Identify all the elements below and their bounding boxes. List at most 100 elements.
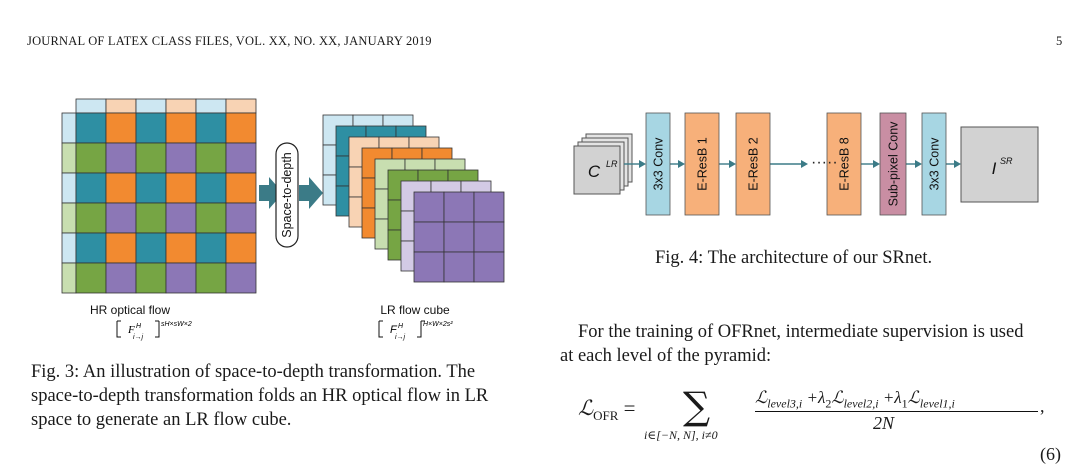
arrow-head-icon — [915, 160, 922, 168]
svg-text:H×W×2s²: H×W×2s² — [423, 321, 453, 328]
lr-cube-cell — [413, 191, 445, 223]
hr-back-cell — [61, 202, 77, 234]
hr-back-cell — [195, 98, 227, 114]
hr-cell — [165, 142, 197, 174]
svg-text:F: F — [127, 324, 135, 336]
lr-cube-cell — [443, 221, 475, 253]
arrow-head-icon — [801, 160, 808, 168]
hr-cell — [225, 172, 257, 204]
srnet-block — [684, 112, 720, 216]
hr-cell — [105, 262, 137, 294]
hr-cell — [135, 172, 167, 204]
hr-cell — [195, 262, 227, 294]
fig3-space-to-depth-figure: Space-to-depth HR optical flow LR flow c… — [61, 98, 505, 341]
hr-back-cell — [105, 98, 137, 114]
hr-cell — [165, 262, 197, 294]
hr-cell — [75, 112, 107, 144]
eq-denominator: 2N — [873, 413, 895, 433]
output-label: I — [992, 159, 997, 178]
hr-formula: F H i→j sH×sW×2 — [116, 320, 192, 341]
hr-cell — [135, 142, 167, 174]
hr-cell — [135, 232, 167, 264]
fig3-caption-line: Fig. 3: An illustration of space-to-dept… — [31, 362, 476, 382]
hr-cell — [165, 202, 197, 234]
equation-6: ℒOFR = ∑ i∈[−N, N], i≠0 ℒlevel3,i +λ2ℒle… — [578, 382, 1068, 464]
svg-text:SR: SR — [1000, 156, 1013, 166]
hr-cell — [225, 142, 257, 174]
srnet-block — [921, 112, 947, 216]
svg-text:i→j: i→j — [133, 334, 144, 341]
hr-cell — [195, 202, 227, 234]
hr-back-cell — [61, 262, 77, 294]
hr-back-cell — [61, 232, 77, 264]
input-label: C — [588, 162, 601, 181]
hr-label: HR optical flow — [90, 303, 170, 317]
arrow-head-icon — [639, 160, 646, 168]
fig3-caption-line: space-to-depth transformation folds an H… — [31, 386, 489, 406]
hr-cell — [75, 232, 107, 264]
hr-flow-grid — [61, 98, 257, 294]
hr-back-cell — [61, 112, 77, 144]
body-paragraph: For the training of OFRnet, intermediate… — [560, 320, 1070, 368]
sum-subscript: i∈[−N, N], i≠0 — [644, 428, 718, 442]
svg-text:H: H — [136, 323, 142, 330]
lr-cube-cell — [443, 191, 475, 223]
eq-numerator: ℒlevel3,i +λ2ℒlevel2,i +λ1ℒlevel1,i — [755, 388, 955, 411]
lr-cube-cell — [473, 191, 505, 223]
hr-cell — [105, 112, 137, 144]
eq-comma: , — [1040, 396, 1045, 416]
srnet-block-label: 3x3 Conv — [652, 137, 666, 191]
lr-formula: F H i→j H×W×2s² — [378, 320, 453, 341]
hr-back-cell — [61, 142, 77, 174]
srnet-block-label: E-ResB 1 — [696, 137, 710, 191]
para-line: at each level of the pyramid: — [560, 346, 772, 366]
arrow-head-icon — [678, 160, 685, 168]
srnet-block — [879, 112, 907, 216]
svg-text:LR: LR — [606, 159, 618, 169]
input-lr-stack: C LR — [573, 133, 633, 195]
hr-cell — [225, 112, 257, 144]
lr-cube-cell — [413, 251, 445, 283]
lr-cube-cell — [473, 221, 505, 253]
srnet-block — [735, 112, 771, 216]
hr-cell — [195, 232, 227, 264]
hr-cell — [105, 142, 137, 174]
hr-cell — [195, 142, 227, 174]
lr-cube-cell — [413, 221, 445, 253]
hr-back-cell — [61, 172, 77, 204]
hr-cell — [135, 262, 167, 294]
para-line: For the training of OFRnet, intermediate… — [578, 322, 1024, 342]
lr-flow-cube — [322, 114, 505, 283]
hr-cell — [75, 142, 107, 174]
sd-label: Space-to-depth — [280, 152, 294, 238]
arrow-head-icon — [873, 160, 880, 168]
svg-text:i→j: i→j — [395, 334, 406, 341]
hr-cell — [165, 112, 197, 144]
eq-number: (6) — [1040, 444, 1061, 464]
hr-cell — [165, 232, 197, 264]
srnet-block — [645, 112, 671, 216]
space-to-depth-arrows — [259, 177, 323, 209]
hr-cell — [135, 202, 167, 234]
fraction-bar — [755, 411, 1038, 412]
hr-cell — [195, 172, 227, 204]
arrow-right-icon — [299, 177, 323, 209]
hr-cell — [105, 202, 137, 234]
hr-cell — [225, 262, 257, 294]
srnet-block-label: E-ResB 2 — [747, 137, 761, 191]
srnet-block-label: Sub-pixel Conv — [887, 121, 901, 207]
arrow-head-icon — [954, 160, 961, 168]
svg-text:H: H — [398, 323, 404, 330]
hr-cell — [75, 172, 107, 204]
page-number: 5 — [1056, 34, 1063, 48]
srnet-block-label: 3x3 Conv — [928, 137, 942, 191]
hr-cell — [225, 232, 257, 264]
hr-back-cell — [225, 98, 257, 114]
hr-cell — [105, 232, 137, 264]
fig3-caption: Fig. 3: An illustration of space-to-dept… — [31, 360, 541, 432]
hr-back-cell — [165, 98, 197, 114]
fig4-caption: Fig. 4: The architecture of our SRnet. — [655, 248, 933, 268]
hr-cell — [135, 112, 167, 144]
hr-cell — [225, 202, 257, 234]
